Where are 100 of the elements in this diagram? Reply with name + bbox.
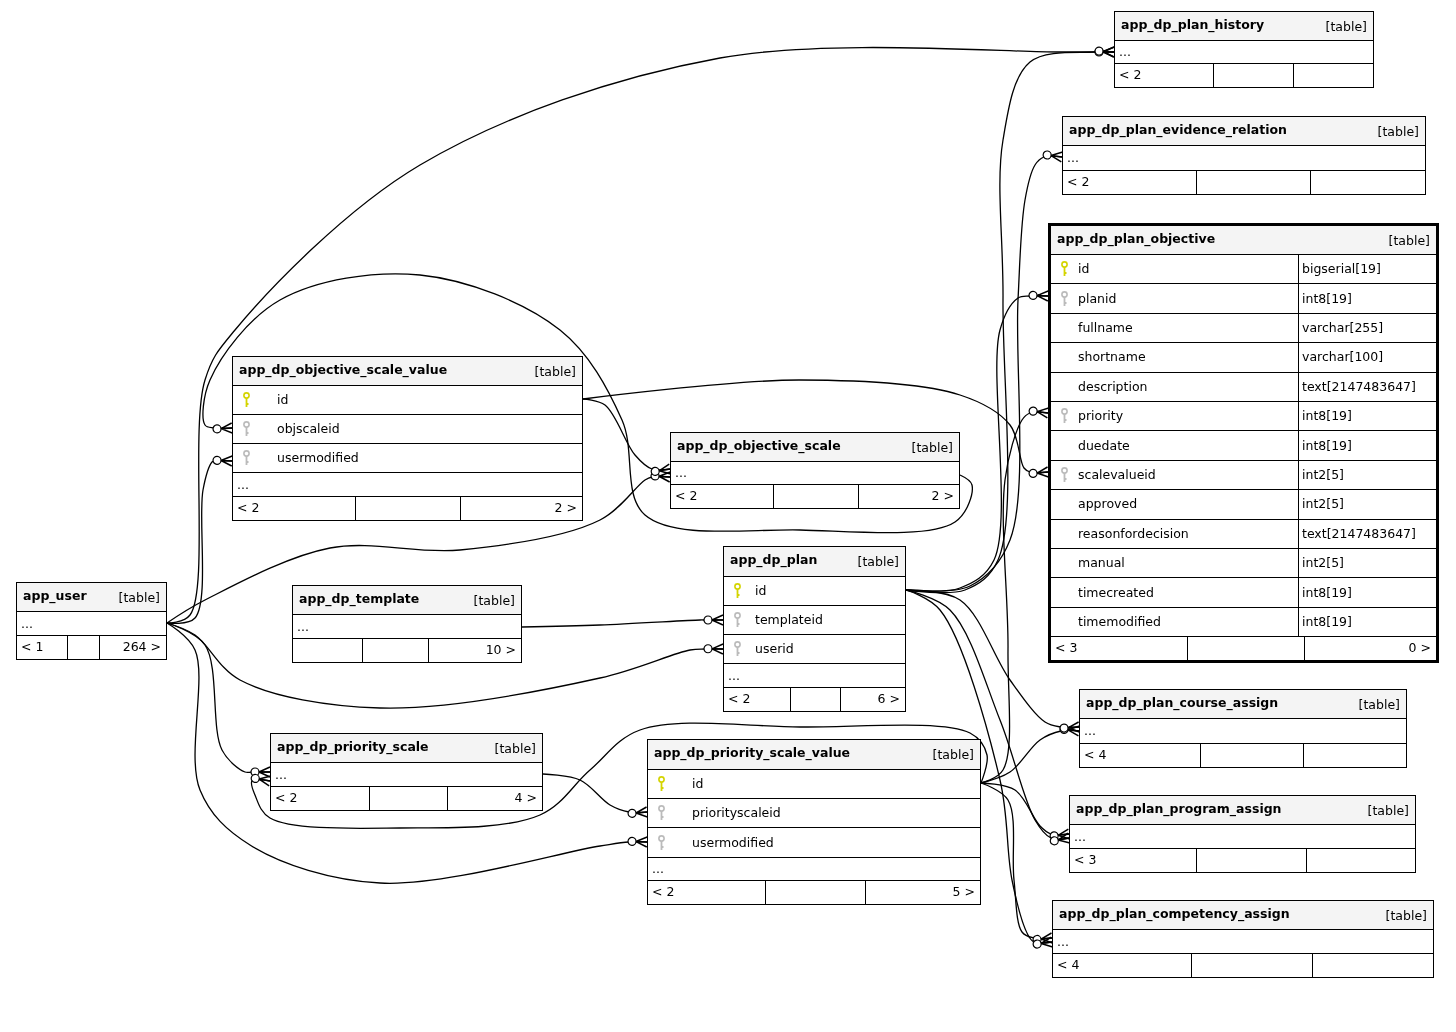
table-type-label: [table] bbox=[911, 440, 953, 456]
column-name: id bbox=[1078, 261, 1090, 278]
more-columns-text: ... bbox=[1074, 828, 1086, 845]
table-box bbox=[16, 582, 167, 660]
table-box bbox=[232, 356, 583, 521]
table-name: app_dp_template bbox=[299, 591, 420, 607]
column-type: int2[5] bbox=[1302, 467, 1344, 483]
parent-count-text: < 2 bbox=[275, 790, 298, 806]
parent-count-text: < 2 bbox=[652, 884, 675, 900]
column-name: id bbox=[755, 583, 767, 599]
more-columns-text: ... bbox=[297, 618, 309, 635]
more-columns-text: ... bbox=[1084, 723, 1096, 739]
table-type-label: [table] bbox=[1325, 19, 1367, 35]
column-name: duedate bbox=[1078, 437, 1130, 454]
column-name: id bbox=[692, 776, 704, 792]
child-count-text: 10 > bbox=[485, 642, 516, 658]
column-type: text[2147483647] bbox=[1302, 525, 1416, 542]
column-type: int8[19] bbox=[1302, 290, 1352, 307]
table-name: app_dp_plan_history bbox=[1121, 17, 1265, 33]
table-box bbox=[1062, 116, 1426, 195]
column-name: scalevalueid bbox=[1078, 467, 1156, 483]
more-columns-text: ... bbox=[675, 465, 687, 481]
child-count-text: 5 > bbox=[952, 884, 975, 900]
table-type-label: [table] bbox=[1358, 697, 1400, 713]
table-box bbox=[1048, 223, 1439, 664]
table-type-label: [table] bbox=[1388, 233, 1430, 249]
table-type-label: [table] bbox=[932, 747, 974, 763]
column-type: text[2147483647] bbox=[1302, 378, 1416, 395]
parent-count-text: < 1 bbox=[21, 639, 44, 655]
relationship-line bbox=[166, 46, 1115, 624]
column-type: varchar[100] bbox=[1302, 349, 1384, 366]
column-type: int2[5] bbox=[1302, 496, 1344, 513]
table-name: app_dp_plan bbox=[730, 552, 818, 568]
column-name: fullname bbox=[1078, 320, 1133, 336]
more-columns-text: ... bbox=[652, 861, 664, 877]
relationship-line bbox=[166, 622, 271, 778]
table-type-label: [table] bbox=[1385, 908, 1427, 924]
column-type: int8[19] bbox=[1302, 408, 1352, 425]
column-name: priorityscaleid bbox=[692, 805, 781, 821]
table-box bbox=[292, 585, 522, 663]
table-type-label: [table] bbox=[534, 364, 576, 380]
child-count-text: 4 > bbox=[514, 790, 537, 806]
column-type: int8[19] bbox=[1302, 437, 1352, 454]
child-count-text: 6 > bbox=[877, 691, 900, 707]
table-box bbox=[1069, 795, 1416, 873]
column-name: manual bbox=[1078, 555, 1125, 572]
table-box bbox=[1079, 689, 1407, 768]
more-columns-text: ... bbox=[728, 667, 740, 684]
column-name: priority bbox=[1078, 408, 1124, 425]
column-name: usermodified bbox=[277, 450, 359, 466]
relationship-line bbox=[905, 589, 1081, 733]
relationship-line bbox=[980, 782, 1054, 945]
parent-count-text: < 4 bbox=[1084, 747, 1107, 763]
table-name: app_dp_priority_scale bbox=[277, 739, 429, 755]
column-name: templateid bbox=[755, 612, 823, 628]
table-box bbox=[270, 733, 543, 811]
more-columns-text: ... bbox=[1067, 150, 1079, 166]
table-box bbox=[647, 739, 981, 905]
column-type: varchar[255] bbox=[1302, 320, 1384, 336]
column-name: timemodified bbox=[1078, 614, 1161, 630]
column-name: usermodified bbox=[692, 834, 774, 851]
parent-count-text: < 2 bbox=[1067, 174, 1090, 190]
column-name: approved bbox=[1078, 496, 1138, 513]
column-type: int2[5] bbox=[1302, 555, 1344, 572]
table-type-label: [table] bbox=[473, 593, 515, 609]
more-columns-text: ... bbox=[237, 476, 249, 493]
relationship-line bbox=[980, 782, 1071, 841]
table-name: app_dp_plan_evidence_relation bbox=[1069, 122, 1288, 138]
table-name: app_dp_objective_scale bbox=[677, 438, 841, 454]
relationship-line bbox=[582, 398, 672, 477]
column-name: timecreated bbox=[1078, 584, 1154, 601]
table-name: app_dp_plan_course_assign bbox=[1086, 695, 1279, 711]
table-type-label: [table] bbox=[494, 741, 536, 757]
relationship-line bbox=[521, 614, 724, 628]
column-type: int8[19] bbox=[1302, 584, 1352, 601]
table-name: app_dp_plan_objective bbox=[1057, 231, 1216, 247]
child-count-text: 2 > bbox=[931, 488, 954, 504]
relationship-line bbox=[166, 471, 672, 624]
table-name: app_user bbox=[23, 588, 87, 604]
child-count-text: 2 > bbox=[554, 500, 577, 516]
child-count-text: 264 > bbox=[122, 639, 161, 655]
more-columns-text: ... bbox=[21, 615, 33, 632]
column-name: id bbox=[277, 392, 289, 408]
parent-count-text: < 2 bbox=[237, 500, 260, 516]
more-columns-text: ... bbox=[1119, 44, 1131, 60]
table-type-label: [table] bbox=[857, 554, 899, 570]
relationship-line bbox=[202, 273, 973, 534]
more-columns-text: ... bbox=[1057, 933, 1069, 950]
column-name: objscaleid bbox=[277, 421, 340, 437]
column-name: planid bbox=[1078, 290, 1117, 307]
table-name: app_dp_priority_scale_value bbox=[654, 745, 851, 761]
more-columns-text: ... bbox=[275, 766, 287, 783]
relationship-line bbox=[166, 622, 648, 884]
parent-count-text: < 2 bbox=[1119, 67, 1142, 83]
column-name: shortname bbox=[1078, 349, 1146, 366]
parent-count-text: < 2 bbox=[675, 488, 698, 504]
column-name: description bbox=[1078, 378, 1148, 395]
table-name: app_dp_plan_program_assign bbox=[1076, 801, 1282, 817]
parent-count-text: < 3 bbox=[1055, 640, 1078, 657]
column-name: reasonfordecision bbox=[1078, 525, 1189, 542]
